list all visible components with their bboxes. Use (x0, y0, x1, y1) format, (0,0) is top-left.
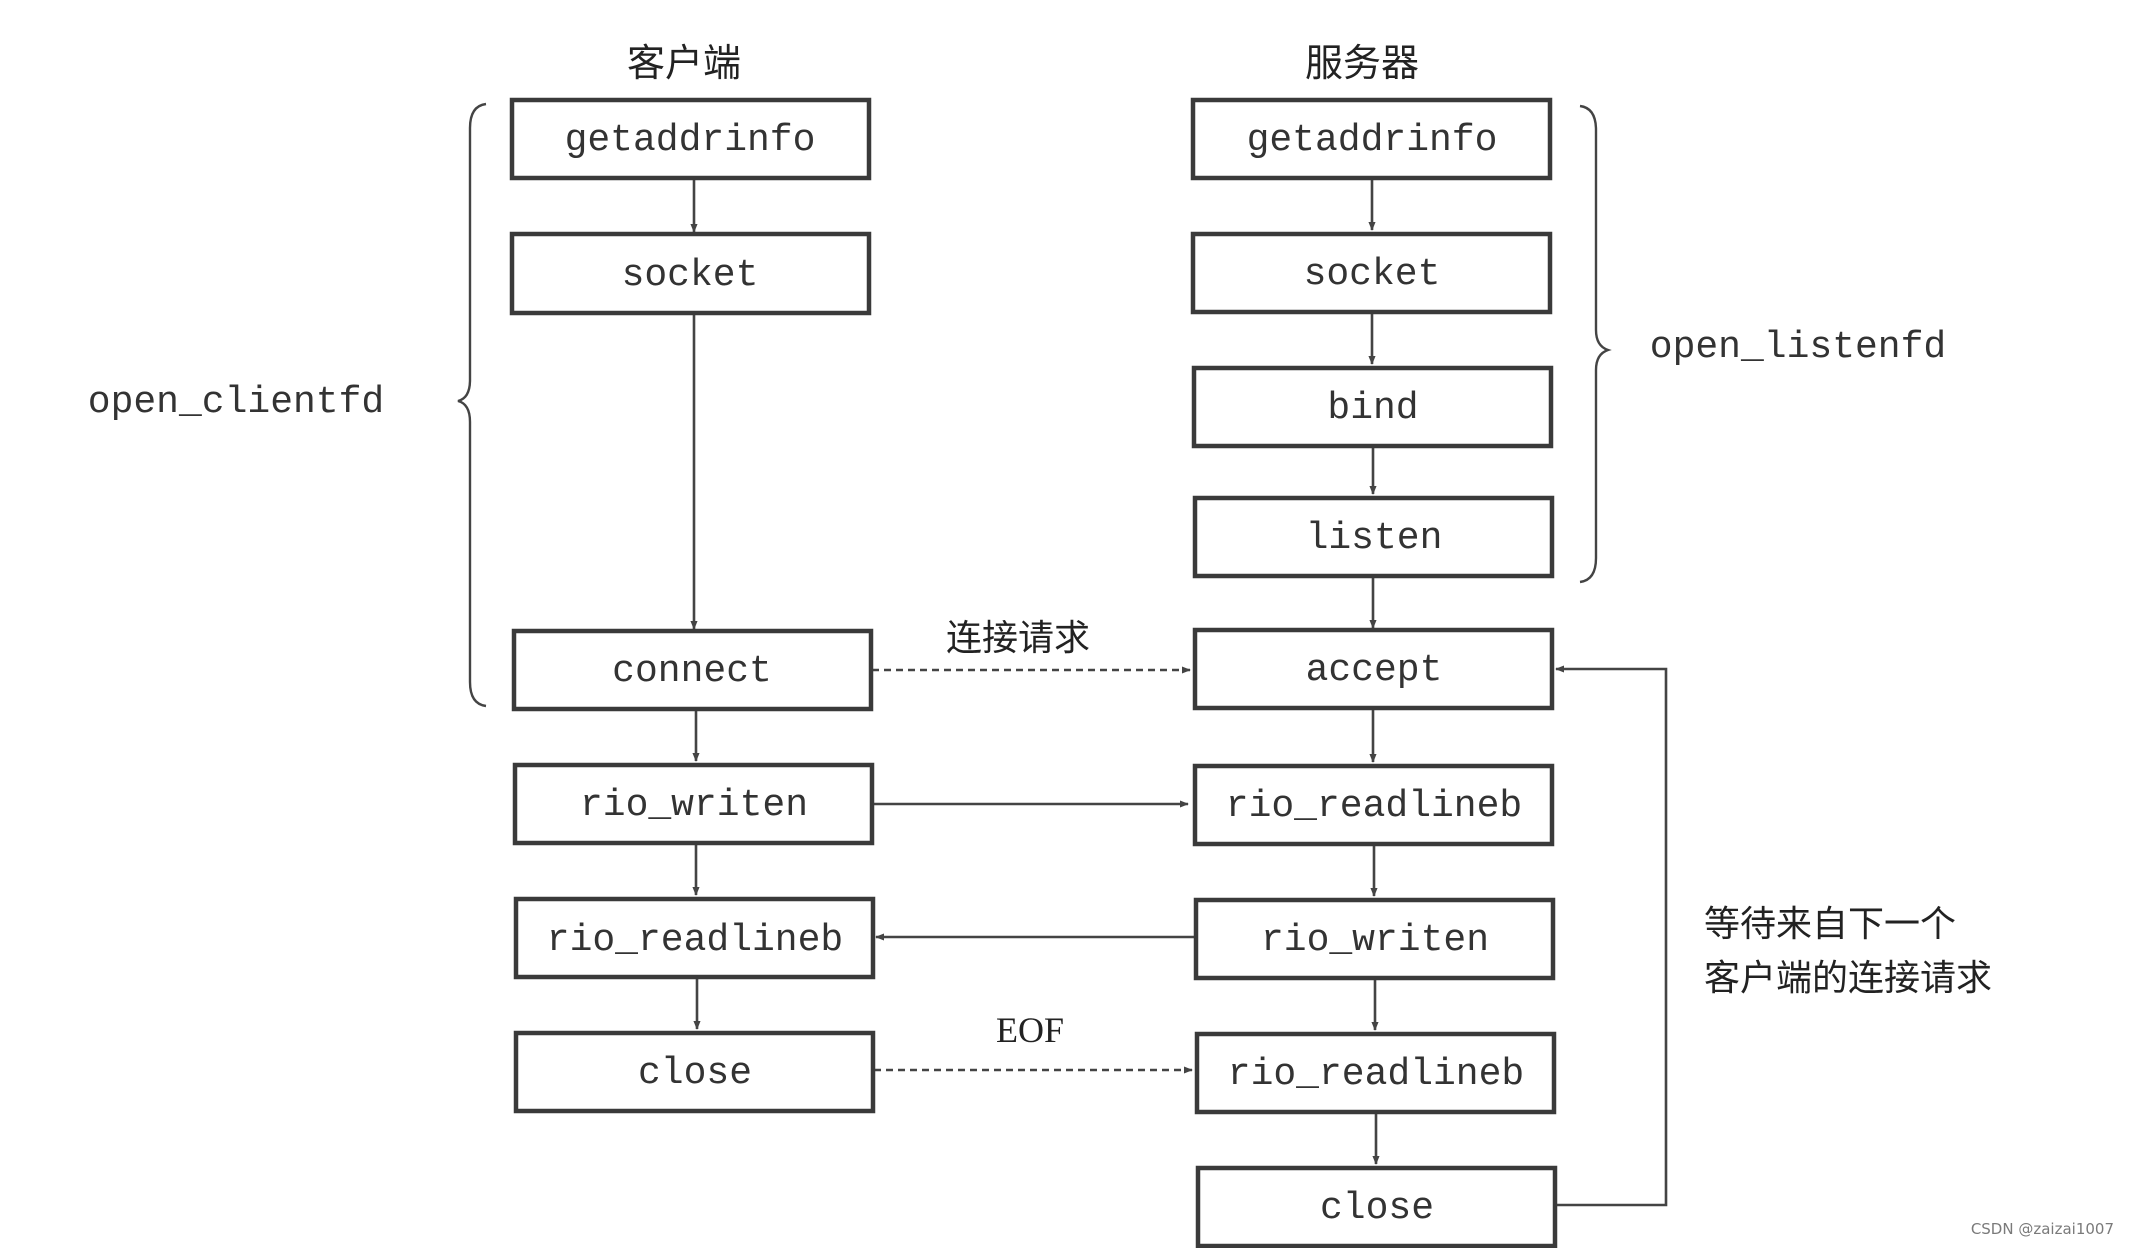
server-step-close: close (1195, 1165, 1558, 1248)
server-step-rio-readlineb-eof: rio_readlineb (1194, 1031, 1557, 1115)
server-step-rio-readlineb: rio_readlineb (1192, 763, 1555, 847)
client-step-getaddrinfo: getaddrinfo (509, 97, 872, 181)
client-step-connect: connect (511, 628, 874, 712)
server-step-socket: socket (1190, 231, 1553, 315)
server-group-label: open_listenfd (1650, 326, 1946, 369)
server-column-title: 服务器 (1305, 41, 1419, 85)
eof-label: EOF (996, 1010, 1064, 1050)
server-step-rio-readlineb-eof-label: rio_readlineb (1228, 1053, 1524, 1096)
client-step-getaddrinfo-label: getaddrinfo (565, 119, 816, 162)
server-step-getaddrinfo: getaddrinfo (1190, 97, 1553, 181)
client-step-socket: socket (509, 231, 872, 316)
server-step-accept-label: accept (1306, 649, 1443, 692)
server-step-rio-writen-label: rio_writen (1261, 919, 1489, 962)
server-step-bind: bind (1191, 365, 1554, 449)
client-step-rio-readlineb-label: rio_readlineb (547, 919, 843, 962)
loop-annotation-line2: 客户端的连接请求 (1704, 958, 1992, 999)
server-step-accept: accept (1192, 627, 1555, 711)
client-step-close: close (513, 1030, 876, 1114)
watermark: CSDN @zaizai1007 (1970, 1220, 2114, 1238)
client-step-rio-writen: rio_writen (512, 762, 875, 846)
client-step-connect-label: connect (612, 650, 772, 693)
server-step-close-label: close (1320, 1187, 1434, 1230)
loop-back-arrow (1554, 665, 1668, 1207)
server-group-brace (1579, 104, 1612, 584)
server-step-rio-writen: rio_writen (1193, 897, 1556, 981)
server-step-listen: listen (1192, 495, 1555, 579)
loop-annotation-line1: 等待来自下一个 (1704, 904, 1956, 945)
server-step-bind-label: bind (1327, 387, 1418, 430)
server-step-listen-label: listen (1306, 517, 1443, 560)
client-step-rio-readlineb: rio_readlineb (513, 896, 876, 980)
client-group-brace (457, 102, 487, 708)
client-step-socket-label: socket (622, 254, 759, 297)
client-step-close-label: close (638, 1052, 752, 1095)
server-step-socket-label: socket (1304, 253, 1441, 296)
client-step-rio-writen-label: rio_writen (580, 784, 808, 827)
server-step-getaddrinfo-label: getaddrinfo (1247, 119, 1498, 162)
connection-request-label: 连接请求 (946, 618, 1090, 659)
server-step-rio-readlineb-label: rio_readlineb (1226, 785, 1522, 828)
client-column-title: 客户端 (627, 41, 741, 85)
client-group-label: open_clientfd (88, 381, 384, 424)
